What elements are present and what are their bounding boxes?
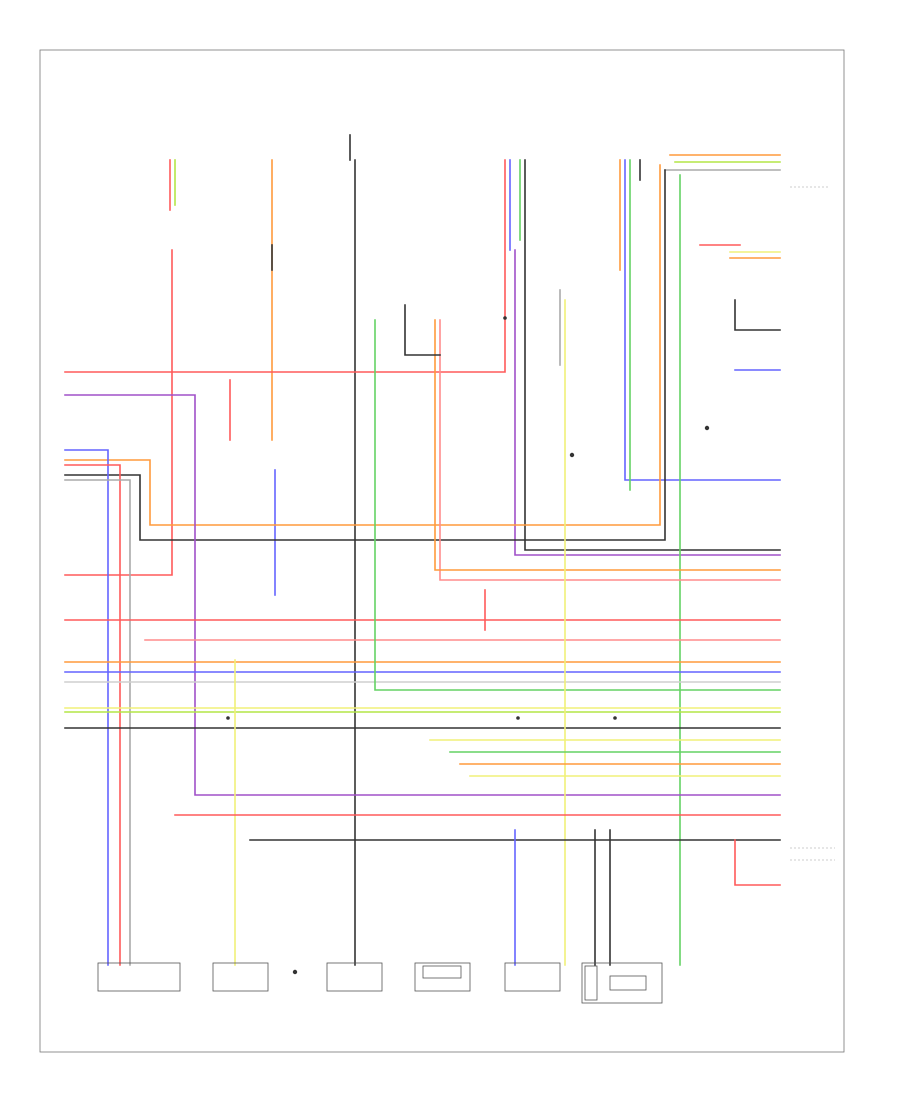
component-boxes	[97, 962, 663, 1004]
splice-2	[516, 716, 520, 720]
ground-1	[292, 969, 298, 975]
right-dash-marks	[790, 186, 835, 861]
wire-purple-12	[514, 249, 781, 556]
ground-2	[569, 452, 575, 458]
wire-purple-23	[64, 394, 781, 796]
wire-layer	[64, 134, 781, 966]
switch-box-inner	[584, 965, 598, 1001]
wire-gray-26	[64, 479, 131, 966]
wire-blue-24	[64, 449, 109, 966]
wire-black-58	[404, 304, 441, 356]
rear-sensor-box	[97, 962, 181, 992]
splice-3	[613, 716, 617, 720]
switch-box-outer	[581, 962, 663, 1004]
sensor-box-2	[212, 962, 269, 992]
ground-3	[704, 425, 710, 431]
wire-orange-38	[434, 319, 781, 571]
sensor-box-5	[504, 962, 561, 992]
wire-red-25	[64, 464, 121, 966]
wire-black-51	[734, 299, 781, 331]
splice-4	[503, 316, 507, 320]
wire-black-11	[524, 159, 781, 551]
small-box-2	[609, 975, 647, 991]
splice-1	[226, 716, 230, 720]
wire-black-22	[64, 169, 666, 541]
wire-orange-21	[64, 164, 661, 526]
wire-pink-37	[439, 319, 781, 581]
small-box-1	[422, 965, 462, 979]
wire-blue-14	[624, 159, 781, 481]
wire-red-53	[734, 839, 781, 886]
wire-red-8	[64, 159, 506, 373]
ground-symbols	[226, 316, 710, 975]
diagram-frame	[39, 49, 845, 1053]
sensor-box-4	[414, 962, 471, 992]
sensor-box-3	[326, 962, 383, 992]
wire-red-2	[64, 249, 173, 576]
wire-green-32	[374, 319, 781, 691]
